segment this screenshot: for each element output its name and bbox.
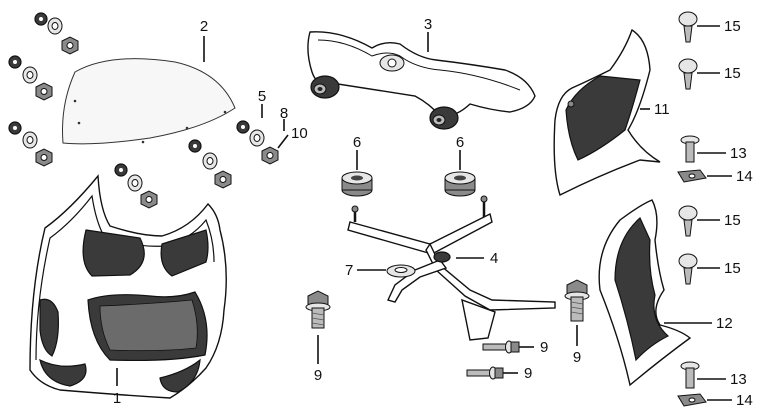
callout-12: 12: [716, 315, 733, 332]
callout-9-right: 9: [573, 349, 581, 366]
callout-13-upper: 13: [730, 145, 747, 162]
speed-nut-lower: [677, 393, 707, 407]
callout-4: 4: [490, 250, 498, 267]
callout-1: 1: [113, 390, 121, 407]
side-panel-upper: [553, 28, 661, 196]
callout-13-lower: 13: [730, 371, 747, 388]
callout-9-center-upper: 9: [540, 339, 548, 356]
callout-8: 8: [280, 105, 288, 122]
callout-6-left: 6: [353, 134, 361, 151]
flange-bolt-left: [305, 290, 331, 329]
fastener-stack-windscreen-right: [188, 139, 232, 189]
leader-lines: [116, 25, 732, 401]
callout-11: 11: [654, 101, 670, 118]
callout-2: 2: [200, 18, 208, 35]
left-grommet-mount: [310, 75, 340, 99]
flange-screw-lower: [680, 361, 700, 389]
flat-washer: [386, 264, 416, 278]
fastener-stack-top-left: [34, 12, 79, 55]
right-grommet-mount: [429, 106, 459, 130]
upper-bracket-cover: [307, 31, 536, 130]
callout-9-center-lower: 9: [524, 365, 532, 382]
callout-6-right: 6: [456, 134, 464, 151]
flange-bolt-center-lower: [466, 366, 504, 380]
front-cowl: [29, 174, 227, 399]
callout-15-4: 15: [724, 260, 741, 277]
fastener-stack-low-left: [8, 121, 53, 167]
callout-15-3: 15: [724, 212, 741, 229]
flange-bolt-right: [564, 279, 590, 322]
tapping-screw-3: [678, 205, 698, 237]
tapping-screw-2: [678, 58, 698, 90]
mounting-frame: [347, 195, 556, 341]
callout-10: 10: [291, 125, 308, 142]
rubber-damper-right: [444, 171, 476, 197]
callout-9-left: 9: [314, 367, 322, 384]
tapping-screw-1: [678, 11, 698, 43]
callout-14-lower: 14: [736, 392, 753, 409]
fastener-stack-center-left: [114, 163, 158, 209]
callout-labels: 1 2 3 4 5 6 6 7 8 9 9 9 9 10 11 12 13 13…: [113, 16, 753, 409]
side-panel-lower: [598, 199, 692, 387]
screw-washer-nut-set: [236, 120, 279, 165]
flange-screw-upper: [680, 135, 700, 163]
windscreen: [62, 58, 236, 145]
callout-14-upper: 14: [736, 168, 753, 185]
callout-15-2: 15: [724, 65, 741, 82]
speed-nut-upper: [677, 169, 707, 183]
callout-7: 7: [345, 262, 353, 279]
tapping-screw-4: [678, 253, 698, 285]
flange-bolt-center-upper: [482, 340, 520, 354]
fastener-stack-mid-left: [8, 55, 53, 101]
callout-5: 5: [258, 88, 266, 105]
callout-3: 3: [424, 16, 432, 33]
rubber-damper-left: [341, 171, 373, 197]
callout-15-1: 15: [724, 18, 741, 35]
